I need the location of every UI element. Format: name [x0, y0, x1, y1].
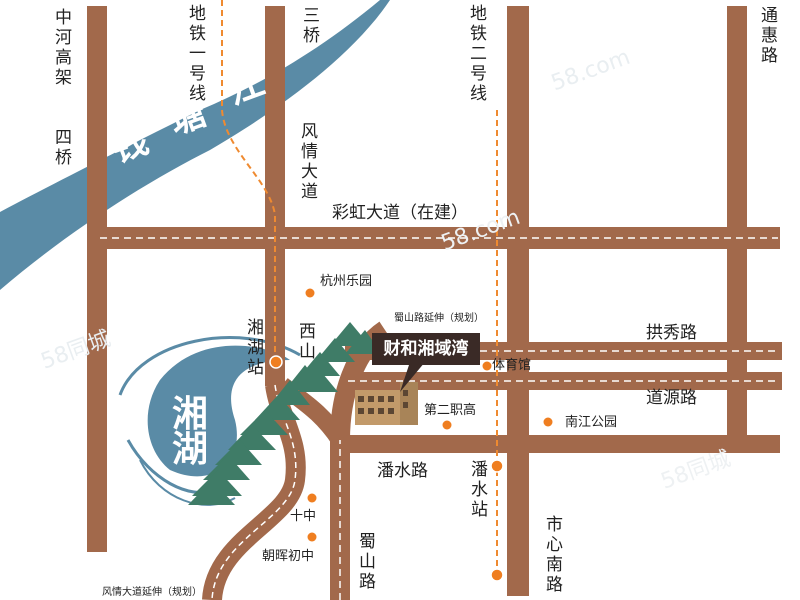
- road-zhonghe-gaojia: [87, 6, 107, 552]
- label-shushan-lu-yanshen: 蜀山路延伸（规划）: [394, 313, 484, 324]
- xianghu-label-2: 湖: [172, 429, 209, 470]
- label-xianghu-zhan: 湘湖站: [243, 318, 263, 378]
- label-panshui-lu: 潘水路: [377, 461, 428, 481]
- metro-line-1: [221, 0, 276, 362]
- qiantang-river: [0, 0, 390, 290]
- label-zhonghe-gaojia: 中河高架: [51, 8, 71, 88]
- road-tonghui-lu: [727, 6, 747, 436]
- project-name-label: 财和湘域湾: [372, 333, 480, 365]
- label-fengqing-dadao: 风情大道: [297, 122, 317, 202]
- label-chaohui-chuzhong: 朝晖初中: [262, 549, 315, 564]
- poi-dot-icon: [307, 532, 317, 542]
- label-dier-zhigao: 第二职高: [424, 403, 477, 418]
- label-ditie2: 地铁二号线: [466, 4, 486, 104]
- road-fengqing-dadao: [265, 6, 285, 386]
- poi-dot-icon: [305, 288, 315, 298]
- metro-station-icon: [269, 355, 283, 369]
- label-xishan: 西山: [295, 322, 315, 362]
- label-panshui-zhan: 潘水站: [467, 460, 487, 520]
- label-tonghui-lu: 通惠路: [757, 6, 777, 66]
- label-caihong-dadao: 彩虹大道（在建）: [332, 203, 468, 223]
- metro-station-icon: [490, 459, 504, 473]
- label-shushan-lu: 蜀山路: [355, 532, 375, 592]
- road-ditie2-corridor: [507, 6, 529, 596]
- label-fengqing-dadao-yanshen: 风情大道延伸（规划）: [102, 587, 202, 598]
- label-hangzhou-leyuan: 杭州乐园: [320, 274, 373, 289]
- building-icon: [355, 382, 418, 425]
- poi-dot-icon: [307, 493, 317, 503]
- label-shixin-nanlu: 市心南路: [542, 515, 562, 595]
- label-gongxiu-lu: 拱秀路: [646, 323, 697, 343]
- road-daoyuan-lu: [345, 372, 782, 390]
- poi-dot-icon: [482, 361, 492, 371]
- road-panshui-lu: [340, 435, 780, 453]
- poi-dot-icon: [442, 420, 452, 430]
- label-ditie1: 地铁一号线: [185, 4, 205, 104]
- poi-dot-icon: [543, 417, 553, 427]
- label-sanqiao: 三桥: [299, 6, 319, 46]
- label-daoyuan-lu: 道源路: [646, 388, 697, 408]
- metro-station-icon: [490, 568, 504, 582]
- label-shizhong: 十中: [290, 509, 317, 524]
- label-nanjiang-gongyuan: 南江公园: [565, 415, 618, 430]
- xianghu-label-1: 湘: [172, 394, 209, 435]
- label-tiyuguan: 体育馆: [492, 358, 532, 373]
- label-siqiao: 四桥: [51, 128, 71, 168]
- pointer-arrow-icon: [400, 362, 425, 392]
